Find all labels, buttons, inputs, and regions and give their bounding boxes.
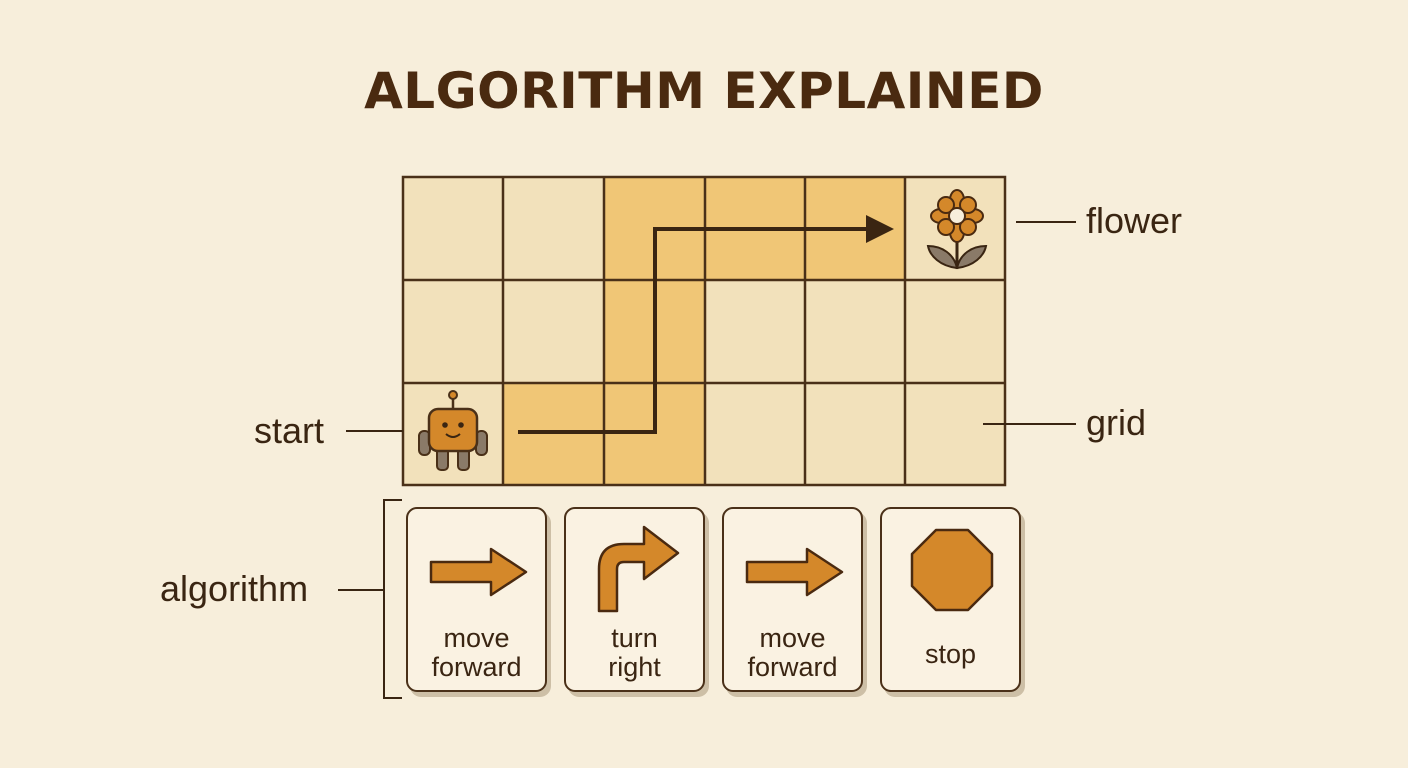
grid-cell (905, 280, 1005, 383)
grid-cell (705, 383, 805, 485)
card-stop[interactable]: stop (880, 507, 1021, 692)
card-move-forward[interactable]: move forward (722, 507, 863, 692)
grid-cell (805, 383, 905, 485)
card-text-line1: turn (611, 623, 658, 653)
arrow-right-icon (745, 547, 844, 597)
start-label: start (254, 410, 325, 451)
card-text-line2: forward (431, 652, 522, 682)
grid-cell (705, 280, 805, 383)
card-turn-right[interactable]: turn right (564, 507, 705, 692)
flower-label: flower (1086, 200, 1183, 241)
path-arrowhead (866, 215, 894, 243)
grid-cell (503, 280, 604, 383)
card-text-line1: stop (924, 639, 977, 669)
grid-cell (403, 280, 503, 383)
card-text-line2: forward (747, 652, 838, 682)
stop-octagon-icon (910, 528, 994, 612)
grid-cell (503, 177, 604, 280)
card-text-line1: move (759, 623, 826, 653)
card-text-line1: move (443, 623, 510, 653)
path-line (518, 227, 868, 434)
card-text-line2: right (608, 652, 661, 682)
grid-cell (805, 280, 905, 383)
algorithm-label: algorithm (160, 568, 309, 609)
card-move-forward[interactable]: move forward (406, 507, 547, 692)
grid-label: grid (1086, 402, 1147, 443)
turn-right-icon (597, 525, 680, 613)
page-title: ALGORITHM EXPLAINED (364, 62, 1044, 120)
algorithm-bracket (383, 499, 402, 699)
arrow-right-icon (429, 547, 528, 597)
robot-icon (418, 390, 488, 471)
grid-cell (403, 177, 503, 280)
flower-icon (926, 189, 988, 270)
grid-cell (905, 383, 1005, 485)
